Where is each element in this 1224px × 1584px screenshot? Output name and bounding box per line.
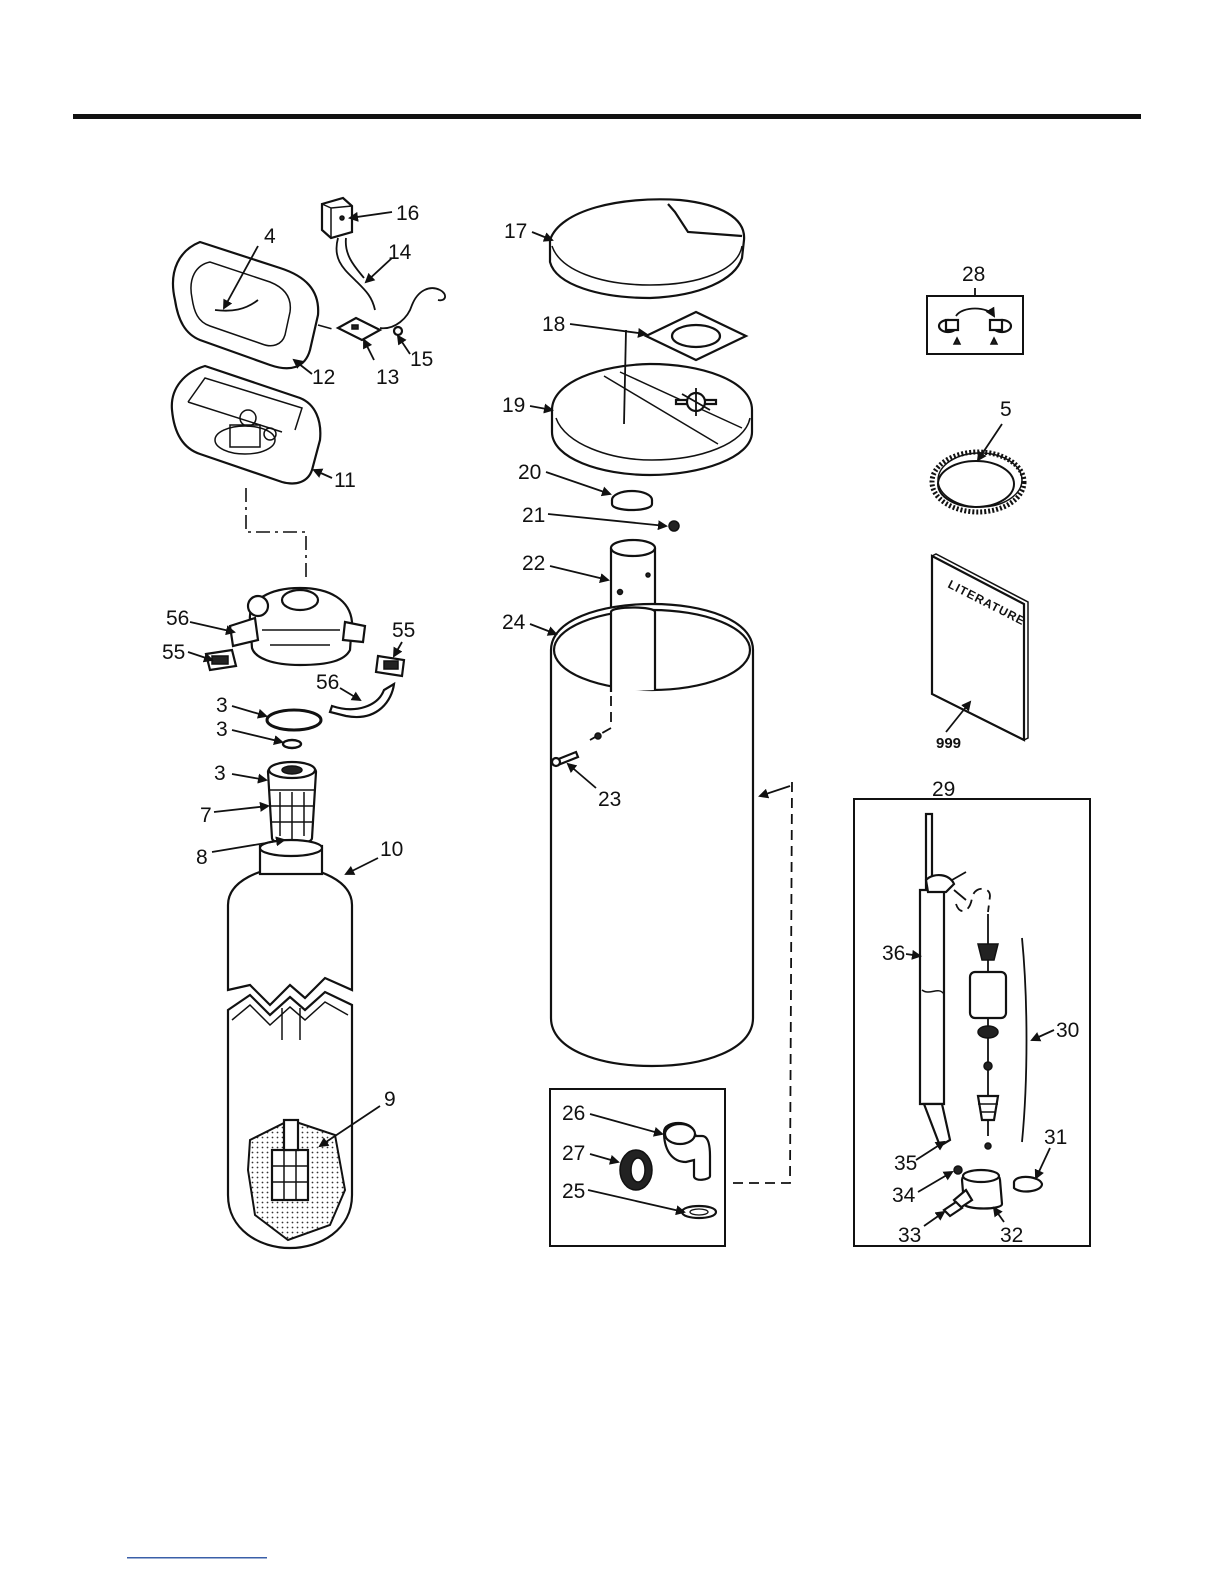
label-999: 999 bbox=[936, 735, 961, 752]
part-faceplate bbox=[173, 242, 318, 368]
label-31: 31 bbox=[1044, 1126, 1067, 1149]
part-float-assembly bbox=[970, 914, 1006, 1149]
label-22: 22 bbox=[522, 552, 545, 575]
label-9: 9 bbox=[384, 1088, 396, 1111]
label-16: 16 bbox=[396, 202, 419, 225]
part-hose-clamp bbox=[682, 1206, 716, 1218]
part-nut bbox=[954, 1166, 962, 1174]
label-27: 27 bbox=[562, 1142, 585, 1165]
header-rule bbox=[73, 114, 1141, 119]
part-screw bbox=[669, 521, 679, 531]
label-29: 29 bbox=[932, 778, 955, 801]
part-small-clip bbox=[944, 1202, 962, 1216]
part-cover-base bbox=[172, 366, 321, 484]
part-overflow-elbow bbox=[664, 1123, 710, 1180]
label-23: 23 bbox=[598, 788, 621, 811]
label-56-lower: 56 bbox=[316, 671, 339, 694]
label-5: 5 bbox=[1000, 398, 1012, 421]
label-14: 14 bbox=[388, 241, 412, 264]
label-13: 13 bbox=[376, 366, 399, 389]
label-19: 19 bbox=[502, 394, 525, 417]
label-26: 26 bbox=[562, 1102, 585, 1125]
label-33: 33 bbox=[898, 1224, 921, 1247]
label-7: 7 bbox=[200, 804, 212, 827]
label-21: 21 bbox=[522, 504, 545, 527]
label-15: 15 bbox=[410, 348, 433, 371]
label-18: 18 bbox=[542, 313, 565, 336]
label-56-upper: 56 bbox=[166, 607, 189, 630]
label-11: 11 bbox=[334, 469, 356, 492]
part-brine-tank bbox=[551, 604, 753, 1066]
label-32: 32 bbox=[1000, 1224, 1023, 1247]
label-34: 34 bbox=[892, 1184, 916, 1207]
label-3-middle: 3 bbox=[216, 718, 228, 741]
part-literature bbox=[932, 554, 1028, 740]
part-brine-lid bbox=[550, 199, 744, 298]
label-4: 4 bbox=[264, 225, 276, 248]
part-circuit-board bbox=[338, 318, 380, 340]
footnote-rule bbox=[127, 1557, 267, 1559]
label-12: 12 bbox=[312, 366, 335, 389]
label-30: 30 bbox=[1056, 1019, 1079, 1042]
part-lid-gasket bbox=[646, 312, 746, 360]
part-drain-hose bbox=[932, 452, 1024, 512]
label-35: 35 bbox=[894, 1152, 917, 1175]
label-24: 24 bbox=[502, 611, 526, 634]
label-25: 25 bbox=[562, 1180, 585, 1203]
part-distributor-basket bbox=[268, 762, 316, 844]
label-3-top: 3 bbox=[216, 694, 228, 717]
label-20: 20 bbox=[518, 461, 541, 484]
label-8: 8 bbox=[196, 846, 208, 869]
part-oring-small bbox=[283, 740, 301, 748]
part-power-cord bbox=[336, 238, 375, 310]
part-retainer-clip bbox=[1014, 1177, 1042, 1192]
label-55-right: 55 bbox=[392, 619, 415, 642]
part-clip-right bbox=[376, 656, 404, 676]
part-control-valve bbox=[230, 588, 365, 665]
part-sensor-cord bbox=[380, 288, 445, 328]
label-28: 28 bbox=[962, 263, 985, 286]
part-brine-well-cap bbox=[612, 491, 652, 510]
float-bracket bbox=[1022, 938, 1027, 1142]
part-bypass-clip bbox=[330, 684, 394, 717]
part-tube-elbow bbox=[924, 1104, 950, 1146]
part-grommet bbox=[620, 1150, 652, 1190]
part-brine-tube bbox=[920, 814, 966, 1104]
part-oring-large bbox=[267, 710, 321, 730]
label-36: 36 bbox=[882, 942, 905, 965]
label-17: 17 bbox=[504, 220, 527, 243]
part-salt-shelf bbox=[552, 364, 752, 475]
part-brine-valve-body bbox=[954, 1170, 1002, 1209]
label-3-bottom: 3 bbox=[214, 762, 226, 785]
part-fittings bbox=[939, 309, 1011, 345]
label-55-left: 55 bbox=[162, 641, 185, 664]
label-10: 10 bbox=[380, 838, 403, 861]
part-transformer bbox=[322, 198, 352, 238]
